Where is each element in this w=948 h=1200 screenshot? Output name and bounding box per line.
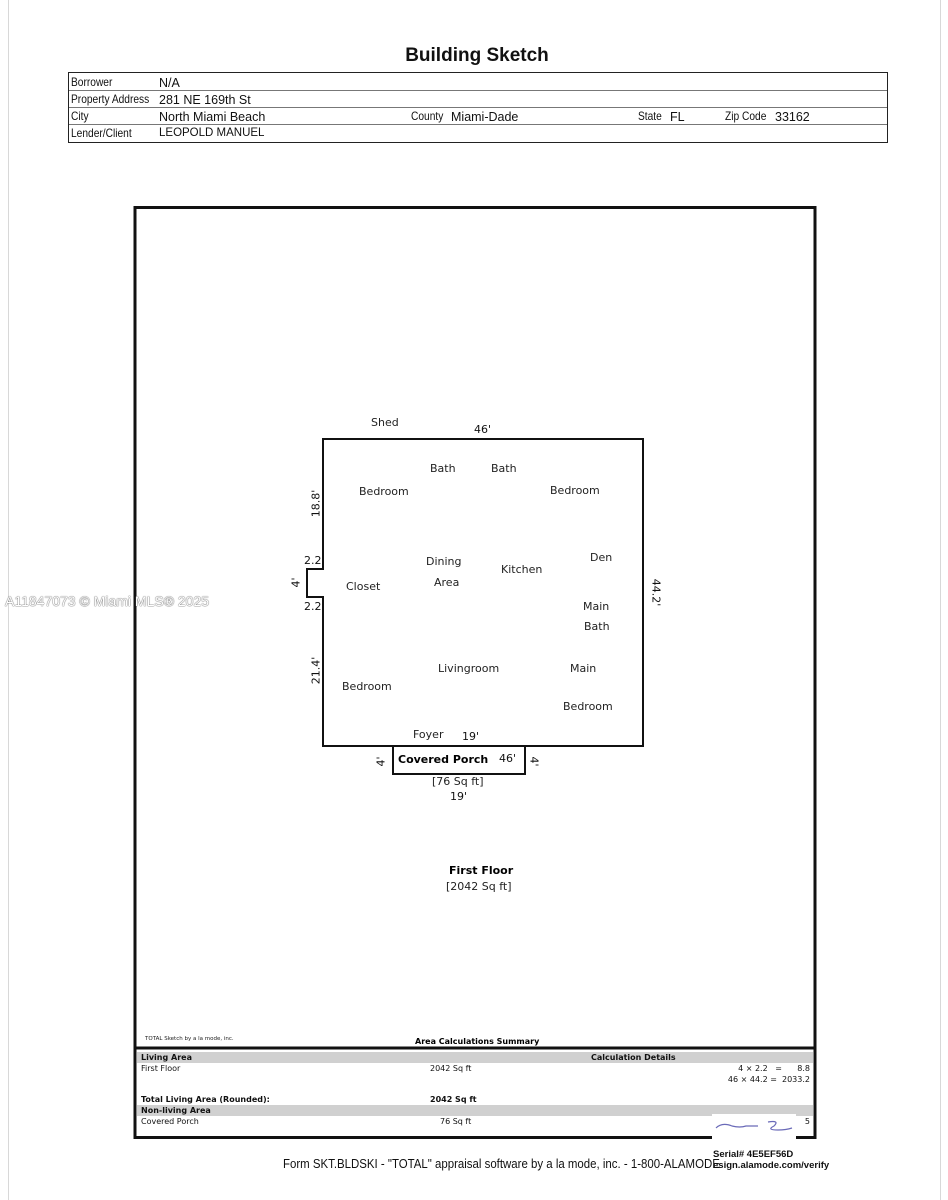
room-label: Bedroom <box>563 700 613 713</box>
verify-link[interactable]: esign.alamode.com/verify <box>713 1160 830 1171</box>
floor-area: [2042 Sq ft] <box>446 880 512 893</box>
sketch-frame <box>133 206 817 1139</box>
dim-left-upper: 18.8' <box>309 489 323 518</box>
calc-line: 4 × 2.2 = 8.8 <box>738 1064 810 1073</box>
header-table: Borrower N/A Property Address 281 NE 169… <box>68 72 888 143</box>
room-label: Den <box>590 551 613 564</box>
room-label: Kitchen <box>501 563 543 576</box>
first-floor-area-cell: 2042 Sq ft <box>430 1064 472 1073</box>
row-city: City North Miami Beach County Miami-Dade… <box>69 107 887 125</box>
zip-value: 33162 <box>775 110 810 124</box>
dim-right: 44.2' <box>649 578 663 607</box>
non-living-header: Non-living Area <box>137 1105 813 1116</box>
dim-porch-left: 4' <box>374 756 388 767</box>
row-lender: Lender/Client LEOPOLD MANUEL <box>69 124 887 141</box>
non-living-heading: Non-living Area <box>141 1106 211 1115</box>
state-label: State <box>638 109 662 123</box>
zip-label: Zip Code <box>725 109 767 123</box>
calc-details-heading: Calculation Details <box>591 1053 676 1062</box>
dim-porch-bottom: 19' <box>450 790 468 803</box>
summary-title: Area Calculations Summary <box>415 1037 540 1046</box>
table-row: Covered Porch 76 Sq ft 5 <box>137 1116 813 1127</box>
row-address: Property Address 281 NE 169th St <box>69 90 887 108</box>
dim-top: 46' <box>474 423 492 436</box>
room-label: Bath <box>584 620 610 633</box>
living-area-header: Living Area Calculation Details <box>137 1052 813 1063</box>
signature-image <box>712 1114 796 1144</box>
borrower-value: N/A <box>159 76 180 90</box>
room-label: Bath <box>430 462 456 475</box>
total-value: 2042 Sq ft <box>430 1095 477 1104</box>
sketch-credit: TOTAL Sketch by a la mode, inc. <box>145 1036 234 1042</box>
room-label: Bath <box>491 462 517 475</box>
borrower-label: Borrower <box>71 75 113 89</box>
dim-left-lower: 21.4' <box>309 656 323 685</box>
room-label: Closet <box>346 580 381 593</box>
dim-porch-top: 46' <box>499 752 517 765</box>
room-label: Area <box>434 576 460 589</box>
porch-area: [76 Sq ft] <box>432 775 484 788</box>
table-row: 46 × 44.2 = 2033.2 <box>137 1074 813 1085</box>
page-title: Building Sketch <box>405 45 549 66</box>
first-floor-outline <box>306 438 644 747</box>
calc-line: 5 <box>804 1117 810 1126</box>
dim-porch-right: 4' <box>527 756 541 767</box>
dim-notch-bottom: 2.2 <box>304 600 322 613</box>
page-edge <box>8 0 9 1200</box>
table-row: First Floor 2042 Sq ft 4 × 2.2 = 8.8 <box>137 1063 813 1074</box>
city-value: North Miami Beach <box>159 110 266 124</box>
lender-label: Lender/Client <box>71 126 132 140</box>
room-label: Foyer <box>413 728 444 741</box>
room-label: Bedroom <box>359 485 409 498</box>
room-label: Livingroom <box>438 662 500 675</box>
county-value: Miami-Dade <box>451 110 519 124</box>
room-label: Main <box>583 600 610 613</box>
porch-label: Covered Porch <box>398 753 489 766</box>
table-row: Total Living Area (Rounded): 2042 Sq ft <box>137 1094 813 1105</box>
room-label: Bedroom <box>550 484 600 497</box>
calc-line: 46 × 44.2 = 2033.2 <box>727 1075 810 1084</box>
dim-foyer: 19' <box>462 730 480 743</box>
mls-watermark: A11847073 © Miami MLS® 2025 <box>5 593 210 609</box>
porch-cell: Covered Porch <box>141 1117 199 1126</box>
row-borrower: Borrower N/A <box>69 73 887 91</box>
covered-porch-outline <box>392 745 526 775</box>
living-area-heading: Living Area <box>141 1053 192 1062</box>
room-label: Shed <box>371 416 399 429</box>
room-label: Bedroom <box>342 680 392 693</box>
serial-number: Serial# 4E5EF56D <box>713 1149 794 1160</box>
page-edge <box>940 0 941 1200</box>
room-label: Dining <box>426 555 462 568</box>
porch-area-cell: 76 Sq ft <box>440 1117 472 1126</box>
floor-label: First Floor <box>449 864 514 877</box>
address-label: Property Address <box>71 92 150 106</box>
city-label: City <box>71 109 89 123</box>
dim-notch-side: 4' <box>289 577 303 588</box>
lender-value: LEOPOLD MANUEL <box>159 127 265 139</box>
form-footer: Form SKT.BLDSKI - "TOTAL" appraisal soft… <box>283 1156 720 1171</box>
state-value: FL <box>670 110 685 124</box>
total-label: Total Living Area (Rounded): <box>141 1095 270 1104</box>
address-value: 281 NE 169th St <box>159 93 251 107</box>
area-summary-table: Living Area Calculation Details First Fl… <box>137 1050 813 1127</box>
county-label: County <box>411 109 444 123</box>
dim-notch-top: 2.2 <box>304 554 322 567</box>
room-label: Main <box>570 662 597 675</box>
first-floor-cell: First Floor <box>141 1064 181 1073</box>
